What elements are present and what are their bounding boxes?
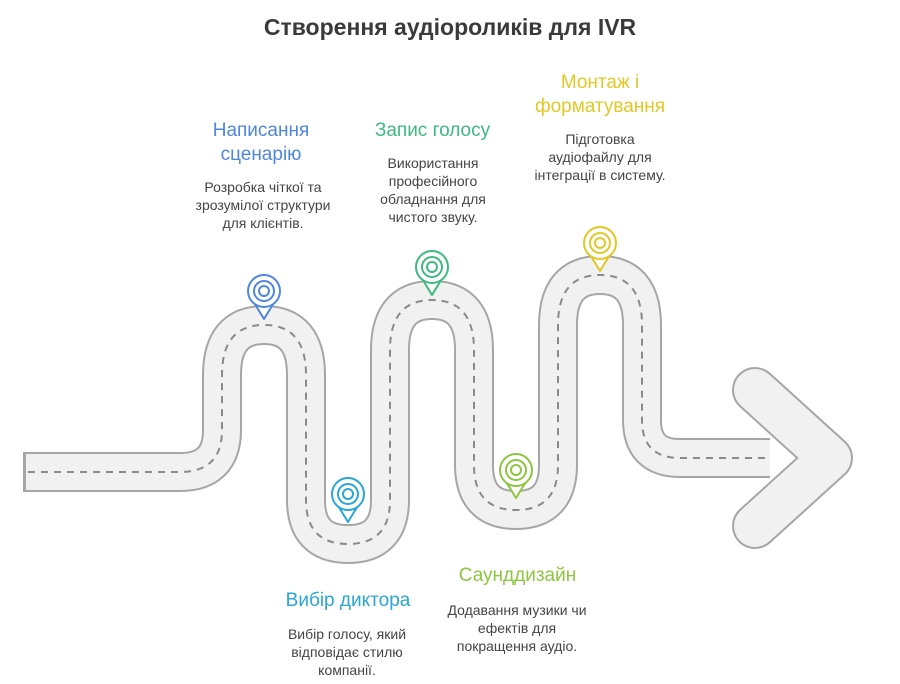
step-description-editing: Підготовка аудіофайлу для інтеграції в с… — [534, 131, 666, 183]
step-title-voice-choice: Вибір диктора — [285, 590, 411, 611]
location-pin-icon — [583, 226, 617, 272]
road-surface — [24, 257, 770, 562]
step-title-recording: Запис голосу — [374, 120, 491, 141]
step-description-scenario: Розробка чіткої та зрозумілої структури … — [195, 179, 331, 231]
step-description-sound-design: Додавання музики чи ефектів для покращен… — [447, 602, 587, 654]
step-title-sound-design: Саунддизайн — [458, 565, 577, 586]
step-description-voice-choice: Вибір голосу, який відповідає стилю комп… — [287, 626, 407, 678]
location-pin-icon — [247, 274, 281, 320]
step-description-recording: Використання професійного обладнання для… — [380, 155, 486, 225]
diagram-title: Створення аудіороликів для IVR — [263, 14, 637, 40]
location-pin-icon — [415, 250, 449, 296]
road-start-cap — [23, 452, 26, 492]
location-pin-icon — [331, 477, 365, 523]
road-center-line — [28, 273, 765, 546]
step-title-scenario: Написання сценарію — [212, 120, 310, 165]
step-title-editing: Монтаж і форматування — [534, 72, 666, 117]
location-pin-icon — [499, 453, 533, 499]
road-arrow-head-fill — [734, 369, 851, 547]
